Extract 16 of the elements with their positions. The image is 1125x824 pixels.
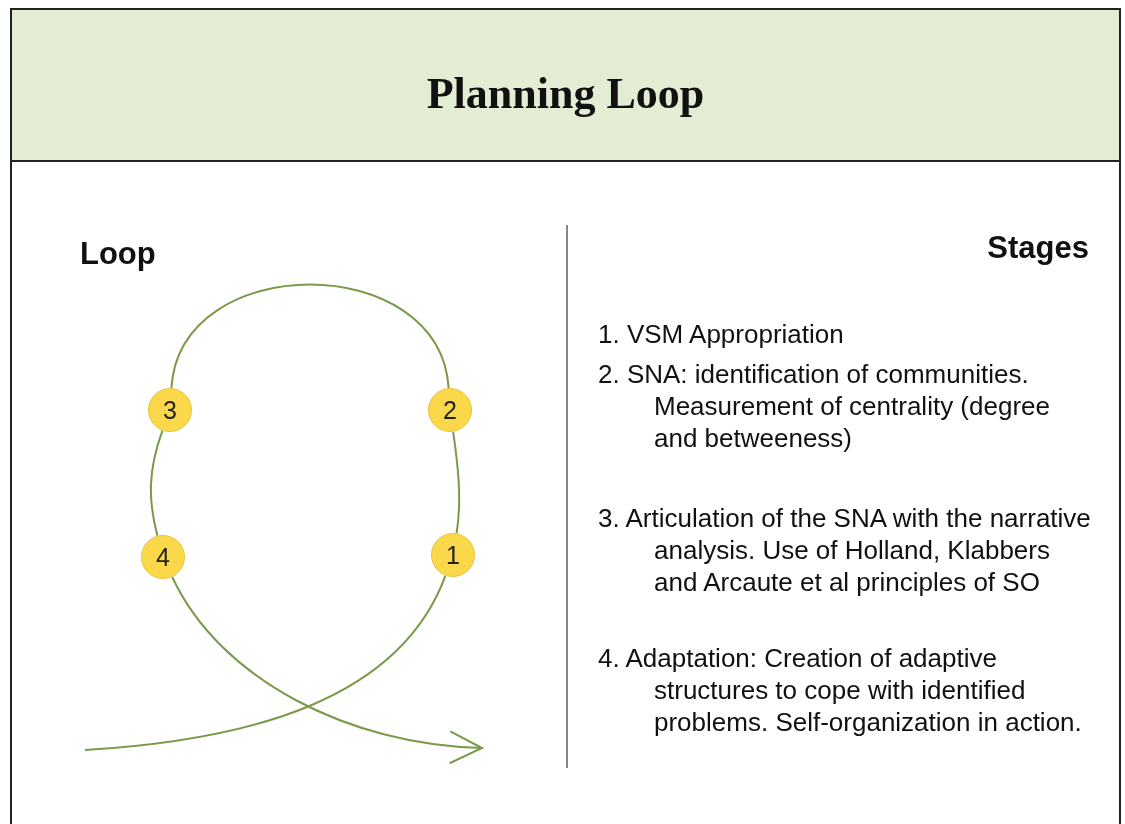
stage-number-circle: 1 [431, 533, 475, 577]
stage-list-item: 4. Adaptation: Creation of adaptive structures to cope with identified problems. Self-organization in action. [598, 642, 1083, 738]
section-heading: Stages [987, 230, 1089, 266]
stage-list-item: 2. SNA: identification of communities. Measurement of centrality (degree and betweeness) [598, 358, 1051, 454]
section-heading: Loop [80, 236, 156, 272]
stage-number-circle: 2 [428, 388, 472, 432]
loop-line [170, 283, 450, 390]
loop-line [84, 574, 447, 751]
stage-number-circle: 3 [148, 388, 192, 432]
title: Planning Loop [425, 68, 706, 119]
stage-list-item: 3. Articulation of the SNA with the narrative analysis. Use of Holland, Klabbers and Arcaute et al principles of SO [598, 502, 1092, 598]
loop-line [452, 430, 461, 535]
loop-arrow [171, 575, 483, 763]
loop-line [149, 429, 164, 537]
stage-list-item: 1. VSM Appropriation [598, 318, 845, 350]
stage-number-circle: 4 [141, 535, 185, 579]
